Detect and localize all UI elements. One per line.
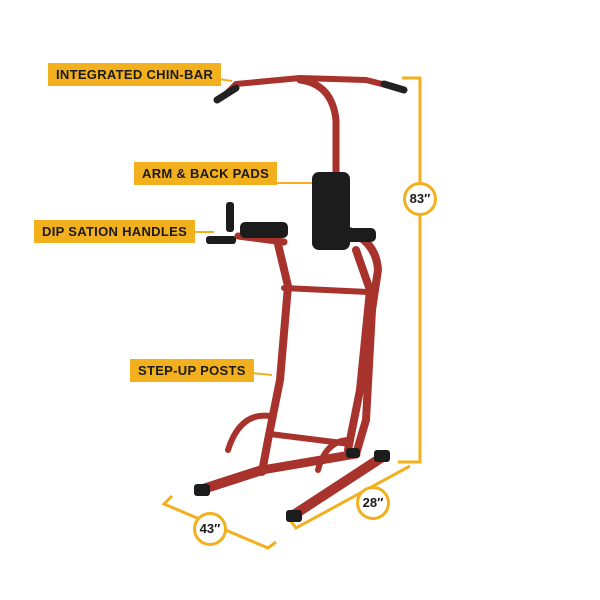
chin-bar-left-grip bbox=[213, 84, 240, 104]
right-arm-pad bbox=[332, 228, 376, 242]
cross-bar-upper bbox=[281, 285, 371, 295]
upper-upright bbox=[296, 76, 340, 230]
black-parts bbox=[194, 172, 390, 522]
dip-handle-vertical bbox=[226, 202, 234, 232]
depth-dimension-badge: 28″ bbox=[356, 486, 390, 520]
front-right-post bbox=[344, 246, 374, 454]
foot-cap-right bbox=[286, 510, 302, 522]
height-dimension-badge: 83″ bbox=[403, 182, 437, 216]
base-foot-rear bbox=[257, 449, 361, 475]
dip-handle-grip bbox=[206, 236, 236, 244]
base-foot-left bbox=[195, 465, 267, 495]
foot-cap-back bbox=[346, 448, 360, 458]
step-up-loop-right bbox=[315, 437, 353, 473]
front-left-post bbox=[258, 240, 292, 476]
width-dimension-badge: 43″ bbox=[193, 512, 227, 546]
frame bbox=[195, 75, 408, 521]
height-dimension-line bbox=[398, 76, 422, 464]
foot-cap-left bbox=[194, 484, 210, 496]
chin-bar-label: INTEGRATED CHIN-BAR bbox=[48, 63, 222, 86]
dimension-lines bbox=[161, 76, 422, 550]
dip-handles-label: DIP SATION HANDLES bbox=[34, 220, 196, 243]
chin-bar-right-grip bbox=[380, 80, 408, 94]
step-up-loop-left bbox=[225, 412, 273, 453]
arm-back-pads-label: ARM & BACK PADS bbox=[134, 162, 278, 185]
base-foot-right bbox=[287, 451, 389, 521]
left-arm-pad bbox=[240, 222, 288, 238]
step-up-posts-label: STEP-UP POSTS bbox=[130, 359, 254, 382]
foot-cap-rear bbox=[374, 450, 390, 462]
